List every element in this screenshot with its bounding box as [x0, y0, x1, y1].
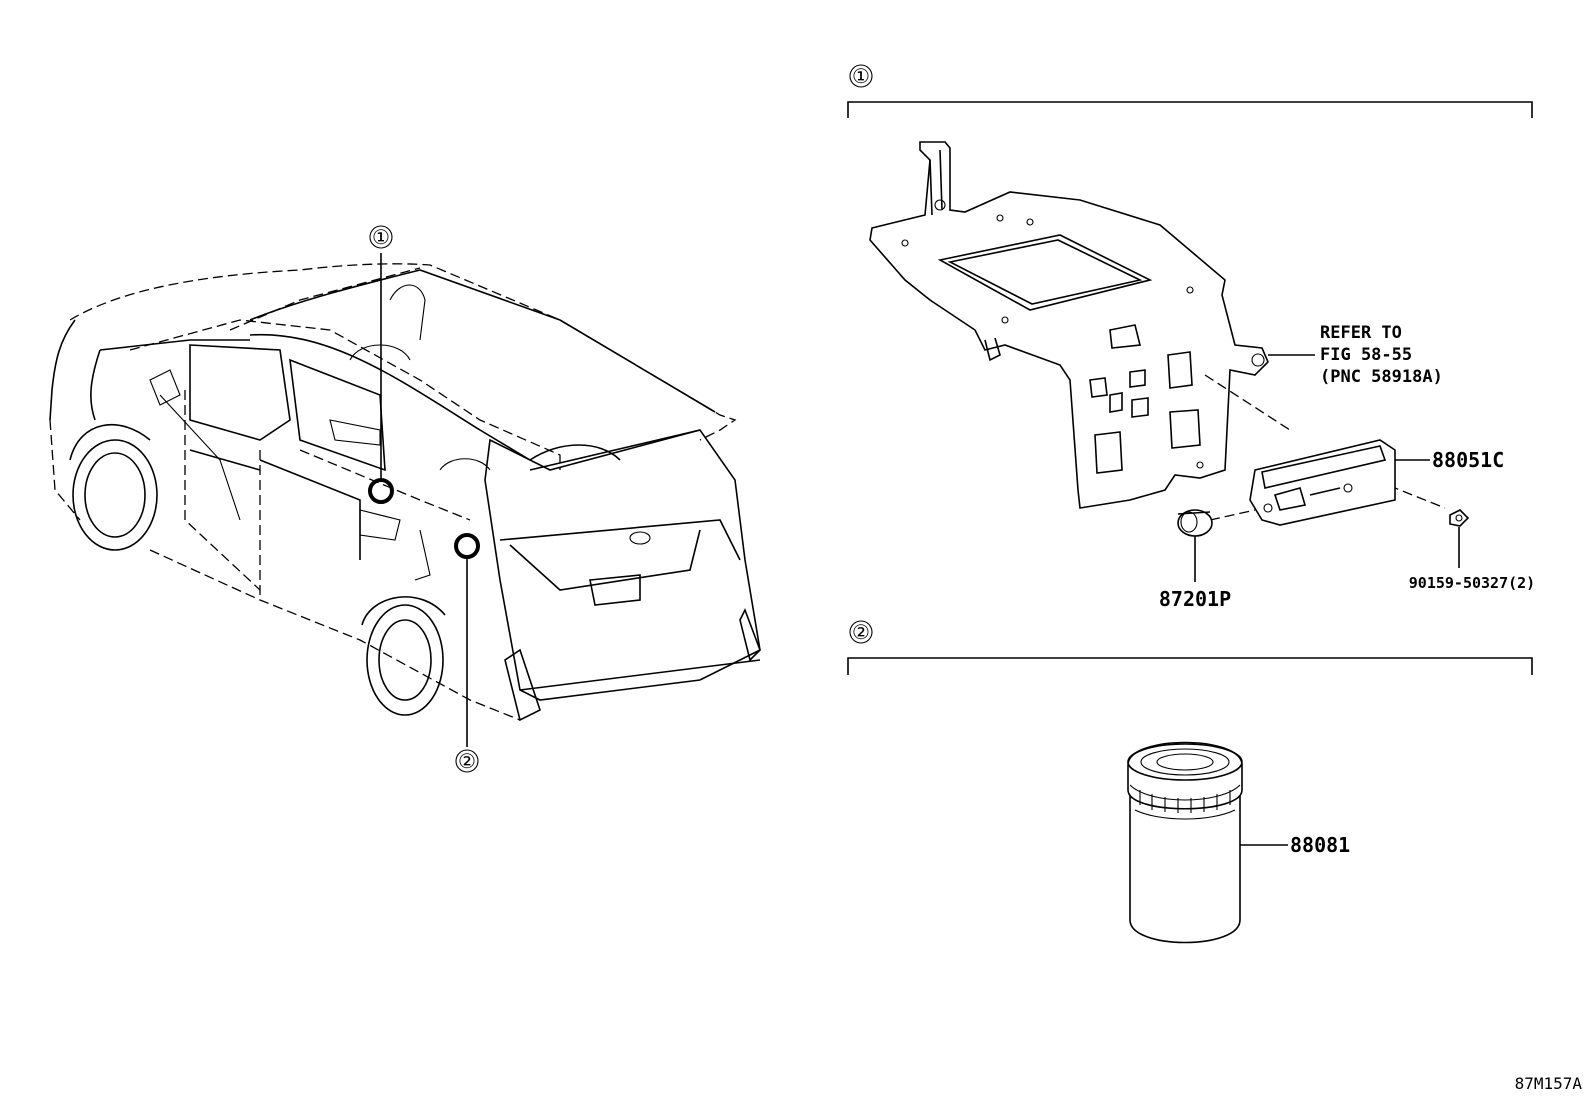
callout-2-label: ②: [458, 749, 476, 773]
mounting-bracket: [869, 141, 1269, 509]
location-marker-2: ②: [454, 533, 480, 773]
bracket-reference-line-1: REFER TO: [1320, 323, 1402, 343]
cup-88081: [1127, 741, 1243, 944]
part-label-88051c: 88051C: [1432, 448, 1504, 472]
bracket-reference-line-2: FIG 58-55: [1320, 345, 1412, 365]
clip-87201p: [1177, 509, 1213, 537]
section-2-bracket: [847, 657, 1533, 675]
part-label-90159: 90159-50327(2): [1409, 574, 1535, 592]
part-label-87201p: 87201P: [1159, 587, 1231, 611]
figure-code: 87M157A: [1515, 1074, 1583, 1093]
section-1-bracket: [847, 101, 1533, 118]
bracket-reference-line-3: (PNC 58918A): [1320, 367, 1443, 387]
section-2: ② 88081: [847, 620, 1533, 944]
vehicle-illustration: [49, 263, 761, 722]
bolt-90159: [1449, 509, 1470, 527]
module-88051c: [1249, 439, 1396, 526]
location-marker-1: ①: [368, 225, 394, 504]
section-2-marker: ②: [852, 620, 870, 644]
callout-1-label: ①: [372, 225, 390, 249]
section-1: ① REFER TO: [847, 64, 1535, 611]
part-label-88081: 88081: [1290, 833, 1350, 857]
section-1-marker: ①: [852, 64, 870, 88]
